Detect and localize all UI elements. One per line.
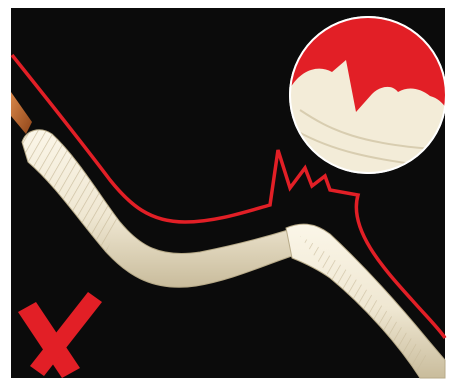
illustration-stage — [0, 0, 453, 382]
fractured-file-illustration — [0, 0, 453, 382]
